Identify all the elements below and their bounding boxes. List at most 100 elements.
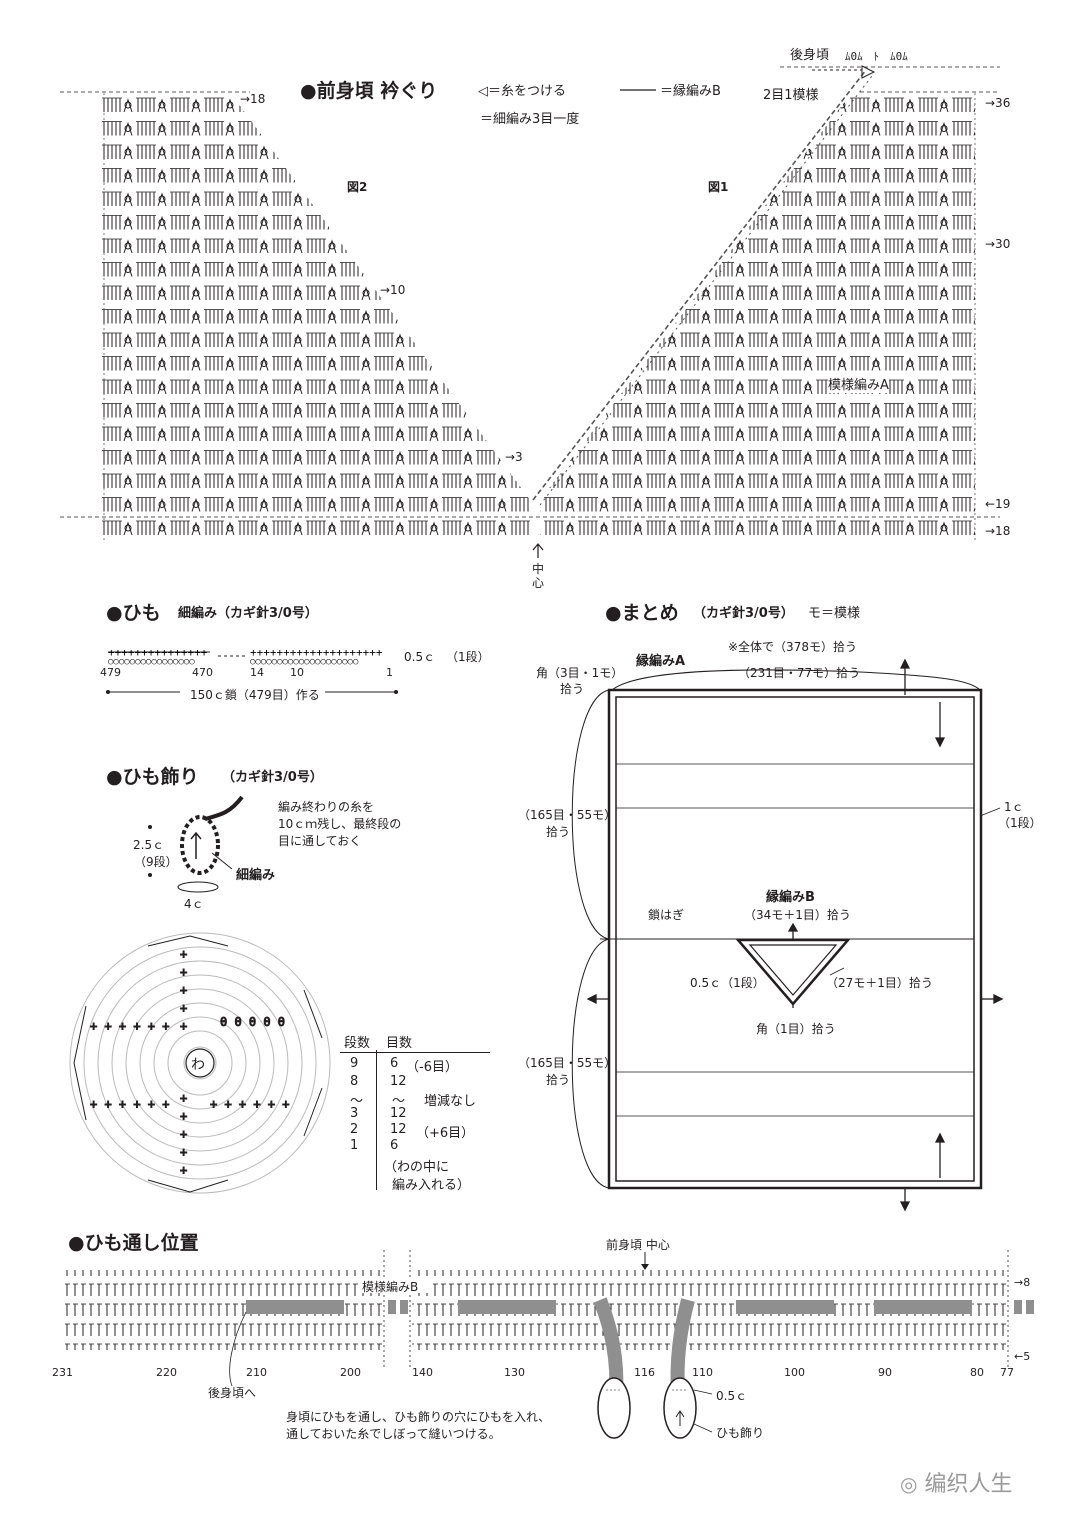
width-1c: 1ｃ — [1004, 800, 1024, 814]
ornament-note-3: 目に通しておく — [278, 834, 362, 848]
table-val-8: 12 — [390, 1074, 407, 1089]
ornament-width: 4ｃ — [184, 897, 204, 911]
corner-top-2: 拾う — [560, 682, 585, 696]
row-marker-10: →10 — [380, 283, 406, 297]
num-100: 100 — [784, 1366, 805, 1379]
cord-num-10: 10 — [290, 666, 304, 679]
table-header-stitches: 目数 — [386, 1036, 413, 1051]
side-pick-lower-2: 拾う — [546, 1073, 571, 1087]
side-pick-upper-2: 拾う — [546, 825, 571, 839]
svg-text:+ + + + + +: + + + + + + — [90, 1019, 169, 1033]
table-row-2: 2 — [350, 1122, 359, 1137]
neckline-title: ●前身頃 衿ぐり — [300, 80, 438, 102]
edging-a-label: 縁編みA — [636, 654, 686, 669]
row-marker-36: →36 — [985, 96, 1011, 110]
legend-decrease: ＝細編み3目一度 — [480, 112, 580, 127]
edging-b-width: 0.5ｃ（1段） — [690, 976, 765, 990]
table-note-2: （+6目） — [416, 1126, 475, 1141]
assembly-title: ●まとめ — [605, 602, 679, 624]
chain-join-label: 鎖はぎ — [648, 908, 685, 922]
cord-num-14: 14 — [250, 666, 264, 679]
svg-text:+: + — [180, 1019, 187, 1033]
row-marker-30: →30 — [985, 237, 1011, 251]
table-note-9: （-6目） — [406, 1060, 458, 1075]
ornament-label: ひも飾り — [716, 1426, 765, 1440]
table-val-2: 12 — [390, 1122, 407, 1137]
table-header-line — [340, 1052, 490, 1053]
num-90: 90 — [878, 1366, 892, 1379]
back-body-to-label: 後身頃へ — [208, 1386, 257, 1400]
num-110: 110 — [692, 1366, 713, 1379]
row-marker-5: ←5 — [1014, 1350, 1031, 1363]
num-220: 220 — [156, 1366, 177, 1379]
threading-title: ●ひも通し位置 — [68, 1232, 199, 1254]
svg-text:○○○○○○○○○○○○○○○○○○○○: ○○○○○○○○○○○○○○○○○○○○ — [250, 657, 359, 667]
legend-attach: ◁＝糸をつける — [478, 84, 566, 99]
cord-diagram: +++++++++++++++ ○○○○○○○○○○○○○○○○ +++++++… — [106, 646, 398, 694]
watermark: ◎ 编织人生 — [900, 1466, 1012, 1498]
table-row-tilde: 〜 — [350, 1094, 364, 1109]
cord-thickness: 0.5ｃ — [404, 650, 436, 664]
svg-text:+: + — [180, 983, 187, 997]
legend-edging: ＝縁編みB — [660, 84, 721, 99]
num-200: 200 — [340, 1366, 361, 1379]
ornament-height: 2.5ｃ — [133, 838, 165, 852]
svg-text:+: + — [180, 1163, 187, 1177]
table-row-3: 3 — [350, 1106, 359, 1121]
table-val-3: 12 — [390, 1106, 407, 1121]
row-marker-18-bottom: →18 — [985, 524, 1011, 538]
svg-text:0 0 0 0 0: 0 0 0 0 0 — [220, 1015, 285, 1029]
total-pick: ※全体で（378モ）拾う — [728, 640, 857, 654]
edging-legend-line — [620, 89, 656, 91]
edging-b-pick: （34モ＋1目）拾う — [744, 908, 851, 922]
svg-text:+: + — [180, 1127, 187, 1141]
cord-row-note: （1段） — [446, 650, 490, 664]
ornament-rows: （9段） — [134, 855, 178, 869]
ornament-stitch-table: 段数 目数 9 6 （-6目） 8 12 〜 〜 増減なし 3 12 2 12 … — [340, 1032, 490, 1193]
svg-text:+: + — [180, 1109, 187, 1123]
table-row-8: 8 — [350, 1074, 359, 1089]
back-body-label: 後身頃 — [790, 48, 830, 63]
table-row-9: 9 — [350, 1056, 359, 1071]
side-pick-lower-1: （165目・55モ） — [518, 1056, 617, 1070]
threading-note-2: 通しておいた糸でしぼって縫いつける。 — [286, 1427, 501, 1441]
svg-text:+: + — [180, 947, 187, 961]
num-116: 116 — [634, 1366, 655, 1379]
table-row-1: 1 — [350, 1138, 359, 1153]
ornament-subtitle: （カギ針3/0号） — [222, 770, 323, 785]
cord-subtitle: 細編み（カギ針3/0号） — [178, 606, 318, 621]
row-marker-18: →18 — [240, 92, 266, 106]
watermark-text: 编织人生 — [924, 1472, 1013, 1497]
fig2-label: 図2 — [347, 180, 368, 194]
ornament-sketch — [148, 795, 244, 893]
svg-text:+++++++++++++++: +++++++++++++++ — [108, 646, 208, 659]
ornament-title: ●ひも飾り — [106, 766, 199, 788]
num-130: 130 — [504, 1366, 525, 1379]
table-note-no-change: 増減なし — [424, 1094, 477, 1109]
wechat-icon: ◎ — [900, 1472, 918, 1496]
cord-num-470: 470 — [192, 666, 213, 679]
mo-note: モ＝模様 — [808, 606, 861, 621]
table-note-ring-2: 編み入れる） — [392, 1178, 471, 1193]
row-marker-3: →3 — [505, 450, 523, 464]
svg-text:+ + + + + +: + + + + + + — [210, 1097, 289, 1111]
cord-num-479: 479 — [100, 666, 121, 679]
side-pick-upper-1: （165目・55モ） — [518, 808, 617, 822]
neckline-chart: ﾑ0ﾑ╌ƚ╌ ⅡⅡⅡ ﾑ0ﾑ ﾄ ﾑ0ﾑ — [60, 50, 1000, 558]
num-80: 80 — [970, 1366, 984, 1379]
table-val-tilde: 〜 — [392, 1094, 406, 1109]
num-77: 77 — [1000, 1366, 1014, 1379]
svg-text:+: + — [180, 1145, 187, 1159]
table-val-9: 6 — [390, 1056, 399, 1071]
svg-text:○○○○○○○○○○○○○○○○: ○○○○○○○○○○○○○○○○ — [108, 657, 195, 667]
fig1-label: 図1 — [708, 180, 729, 194]
assembly-subtitle: （カギ針3/0号） — [693, 606, 794, 621]
pattern-a-label: 模様編みA — [828, 374, 889, 393]
center-label: 中心 — [532, 562, 545, 590]
row-marker-19: ←19 — [985, 497, 1011, 511]
pattern-b-label: 模様編みB — [362, 1280, 419, 1294]
svg-text:+: + — [180, 1091, 187, 1105]
svg-text:++++++++++++++++++++: ++++++++++++++++++++ — [250, 646, 383, 659]
